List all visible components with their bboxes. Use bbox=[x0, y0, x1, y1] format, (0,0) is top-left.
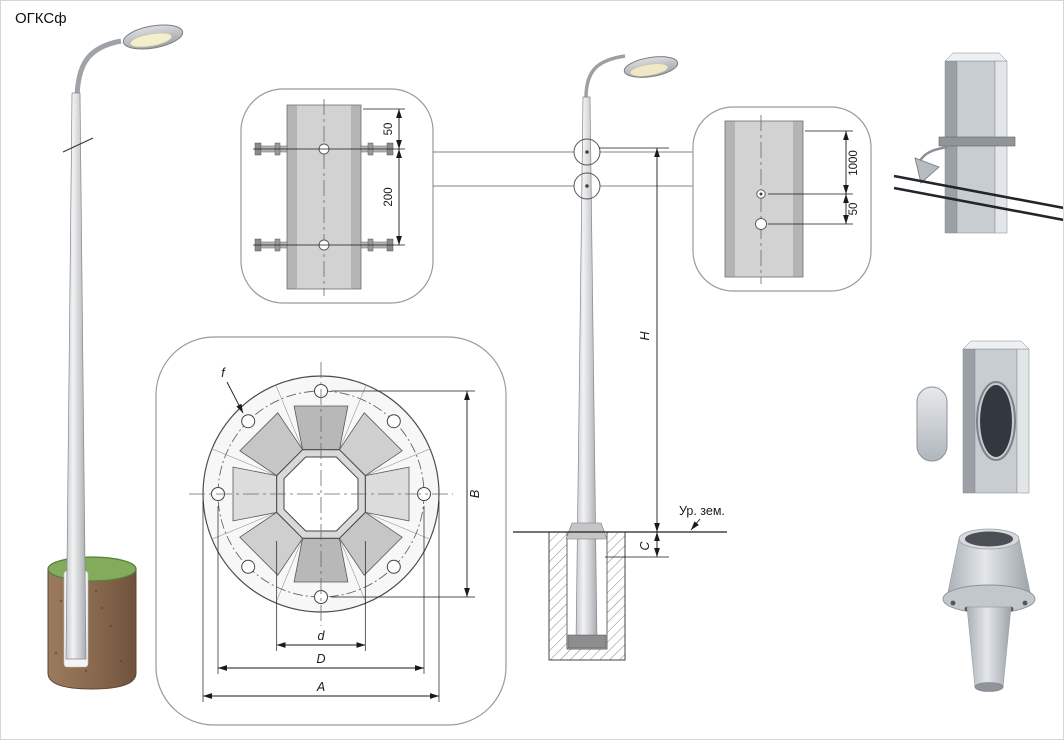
dim-50-hole-label: 50 bbox=[848, 203, 860, 216]
dim-D-label: D bbox=[316, 652, 325, 666]
wedge-clamp bbox=[914, 157, 940, 184]
clamp-hook bbox=[918, 145, 949, 162]
shell-opening bbox=[965, 531, 1013, 547]
grass-top bbox=[47, 556, 137, 582]
dim-A-label: A bbox=[316, 680, 325, 694]
elevation-view: H C Ур. зем. bbox=[513, 54, 727, 661]
flange-plan-callout: f B d D A bbox=[155, 336, 507, 726]
detail-marker-circle-top bbox=[573, 138, 601, 166]
handhole-rim bbox=[976, 381, 1016, 461]
dim-200-top-detail: 200 bbox=[383, 187, 395, 206]
dim-1000-label: 1000 bbox=[848, 150, 860, 176]
band-clamp bbox=[938, 136, 1016, 147]
foundation-3d bbox=[47, 556, 137, 690]
top-detail-callout: 50 200 bbox=[240, 88, 434, 304]
cable-clamp-render bbox=[893, 52, 1063, 234]
handhole-opening bbox=[980, 385, 1012, 457]
ground-level-leader bbox=[690, 518, 701, 531]
gusset-plates bbox=[232, 405, 410, 583]
dim-C-label: C bbox=[638, 541, 652, 551]
luminaire bbox=[623, 56, 679, 78]
dim-f-label: f bbox=[221, 366, 226, 380]
pole-arm bbox=[74, 38, 122, 102]
cable-2 bbox=[893, 186, 1063, 222]
shell-tube bbox=[966, 606, 1012, 688]
grout-pad bbox=[567, 634, 607, 649]
luminaire-3d bbox=[122, 24, 184, 50]
base-shell-render bbox=[942, 528, 1036, 692]
hole-detail-callout: 1000 50 bbox=[692, 106, 872, 292]
pole-3d-render bbox=[47, 24, 184, 690]
callout-connectors bbox=[433, 151, 693, 187]
pole-shaft bbox=[65, 92, 87, 660]
pole-break-mark bbox=[62, 137, 94, 153]
handhole-render bbox=[916, 340, 1030, 494]
dim-B-label: B bbox=[468, 490, 482, 498]
ground-level-label: Ур. зем. bbox=[679, 504, 725, 518]
dim-H-label: H bbox=[638, 331, 652, 341]
cable-1 bbox=[893, 174, 1063, 210]
dim-50-top-detail: 50 bbox=[383, 123, 395, 136]
lower-hole bbox=[755, 218, 767, 230]
dim-d-label: d bbox=[318, 629, 326, 643]
bolt-holes bbox=[211, 384, 431, 604]
base-collar bbox=[565, 522, 608, 540]
octagon-tube-inner bbox=[283, 456, 359, 532]
pole-section bbox=[725, 121, 803, 277]
handhole-cover bbox=[916, 386, 948, 462]
pole-shaft bbox=[575, 96, 598, 644]
detail-marker-circle-bottom bbox=[573, 172, 601, 200]
page-title: ОГКСф bbox=[15, 10, 67, 27]
f-leader-line bbox=[226, 381, 244, 414]
pole-arm bbox=[584, 54, 626, 99]
